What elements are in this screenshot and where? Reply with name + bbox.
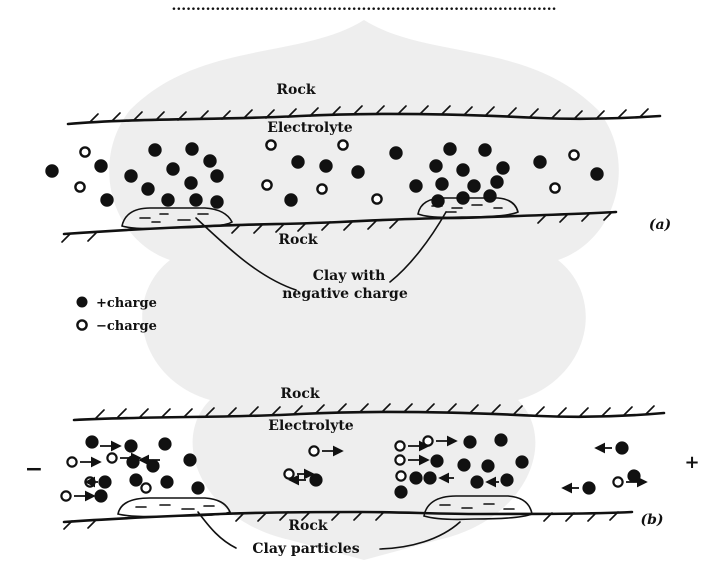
positive-ion bbox=[480, 145, 491, 156]
negative-ion bbox=[75, 182, 84, 191]
positive-ion bbox=[472, 477, 483, 488]
positive-ion bbox=[311, 475, 322, 486]
positive-ion bbox=[168, 164, 179, 175]
panel-b-tag: (b) bbox=[640, 512, 663, 528]
positive-ion bbox=[391, 148, 402, 159]
negative-ion bbox=[107, 453, 116, 462]
panel-a-rock-bottom-label: Rock bbox=[278, 232, 317, 248]
legend-negative-label: −charge bbox=[96, 319, 157, 334]
positive-ion bbox=[212, 197, 223, 208]
panel-b-rock-top-label: Rock bbox=[280, 386, 319, 402]
positive-ion bbox=[517, 457, 528, 468]
positive-ion bbox=[432, 456, 443, 467]
positive-ion bbox=[431, 161, 442, 172]
panel-b-electrolyte-label: Electrolyte bbox=[268, 418, 354, 434]
positive-ion bbox=[187, 144, 198, 155]
positive-ion bbox=[47, 166, 58, 177]
positive-ion bbox=[502, 475, 513, 486]
negative-ion bbox=[266, 140, 275, 149]
positive-ion bbox=[321, 161, 332, 172]
positive-ion bbox=[445, 144, 456, 155]
top-caption: ........................................… bbox=[171, 0, 556, 14]
positive-ion bbox=[396, 487, 407, 498]
positive-ion bbox=[148, 461, 159, 472]
positive-ion bbox=[584, 483, 595, 494]
positive-ion bbox=[96, 161, 107, 172]
negative-ion bbox=[284, 469, 293, 478]
positive-ion bbox=[483, 461, 494, 472]
positive-ion bbox=[193, 483, 204, 494]
positive-ion bbox=[485, 191, 496, 202]
positive-ion bbox=[437, 179, 448, 190]
positive-ion bbox=[469, 181, 480, 192]
negative-ion bbox=[613, 477, 622, 486]
panel-a-electrolyte-label: Electrolyte bbox=[267, 120, 353, 136]
leader-line bbox=[198, 512, 236, 548]
positive-ion bbox=[592, 169, 603, 180]
clay-label-line1: Clay with bbox=[313, 268, 386, 284]
positive-ion bbox=[629, 471, 640, 482]
positive-ion bbox=[425, 473, 436, 484]
legend-positive-marker bbox=[77, 297, 88, 308]
positive-ion bbox=[535, 157, 546, 168]
positive-ion bbox=[102, 195, 113, 206]
negative-ion bbox=[395, 441, 404, 450]
positive-ion bbox=[411, 181, 422, 192]
positive-ion bbox=[459, 460, 470, 471]
negative-ion bbox=[338, 140, 347, 149]
positive-ion bbox=[458, 165, 469, 176]
positive-ion bbox=[492, 177, 503, 188]
negative-ion bbox=[67, 457, 76, 466]
positive-ion bbox=[433, 196, 444, 207]
negative-ion bbox=[61, 491, 70, 500]
positive-ion bbox=[353, 167, 364, 178]
positive-ion bbox=[498, 163, 509, 174]
panel-b-rock-bottom-label: Rock bbox=[288, 518, 327, 534]
positive-ion bbox=[163, 195, 174, 206]
panel-a-tag: (a) bbox=[649, 217, 671, 233]
legend-positive-label: +charge bbox=[96, 296, 157, 311]
negative-ion bbox=[423, 436, 432, 445]
positive-ion bbox=[191, 195, 202, 206]
positive-ion bbox=[160, 439, 171, 450]
positive-ion bbox=[286, 195, 297, 206]
positive-ion bbox=[96, 491, 107, 502]
positive-ion bbox=[205, 156, 216, 167]
negative-ion bbox=[141, 483, 150, 492]
negative-ion bbox=[80, 147, 89, 156]
right-electrode-sign: + bbox=[684, 452, 699, 473]
positive-ion bbox=[162, 477, 173, 488]
legend-negative-marker bbox=[77, 320, 86, 329]
positive-ion bbox=[87, 437, 98, 448]
negative-ion bbox=[395, 455, 404, 464]
positive-ion bbox=[617, 443, 628, 454]
positive-ion bbox=[126, 171, 137, 182]
positive-ion bbox=[411, 473, 422, 484]
positive-ion bbox=[143, 184, 154, 195]
positive-ion bbox=[131, 475, 142, 486]
negative-ion bbox=[396, 471, 405, 480]
left-electrode-sign: − bbox=[25, 456, 43, 482]
negative-ion bbox=[309, 446, 318, 455]
positive-ion bbox=[293, 157, 304, 168]
positive-ion bbox=[185, 455, 196, 466]
negative-ion bbox=[262, 180, 271, 189]
negative-ion bbox=[550, 183, 559, 192]
negative-ion bbox=[317, 184, 326, 193]
positive-ion bbox=[465, 437, 476, 448]
clay-label-line2: negative charge bbox=[282, 286, 408, 302]
negative-ion bbox=[569, 150, 578, 159]
clay-particles-label: Clay particles bbox=[252, 541, 359, 557]
positive-ion bbox=[496, 435, 507, 446]
panel-a-rock-top-label: Rock bbox=[276, 82, 315, 98]
clay-negative-marks bbox=[136, 505, 214, 509]
positive-ion bbox=[100, 477, 111, 488]
positive-ion bbox=[126, 441, 137, 452]
positive-ion bbox=[186, 178, 197, 189]
positive-ion bbox=[150, 145, 161, 156]
negative-ion bbox=[372, 194, 381, 203]
positive-ion bbox=[212, 171, 223, 182]
